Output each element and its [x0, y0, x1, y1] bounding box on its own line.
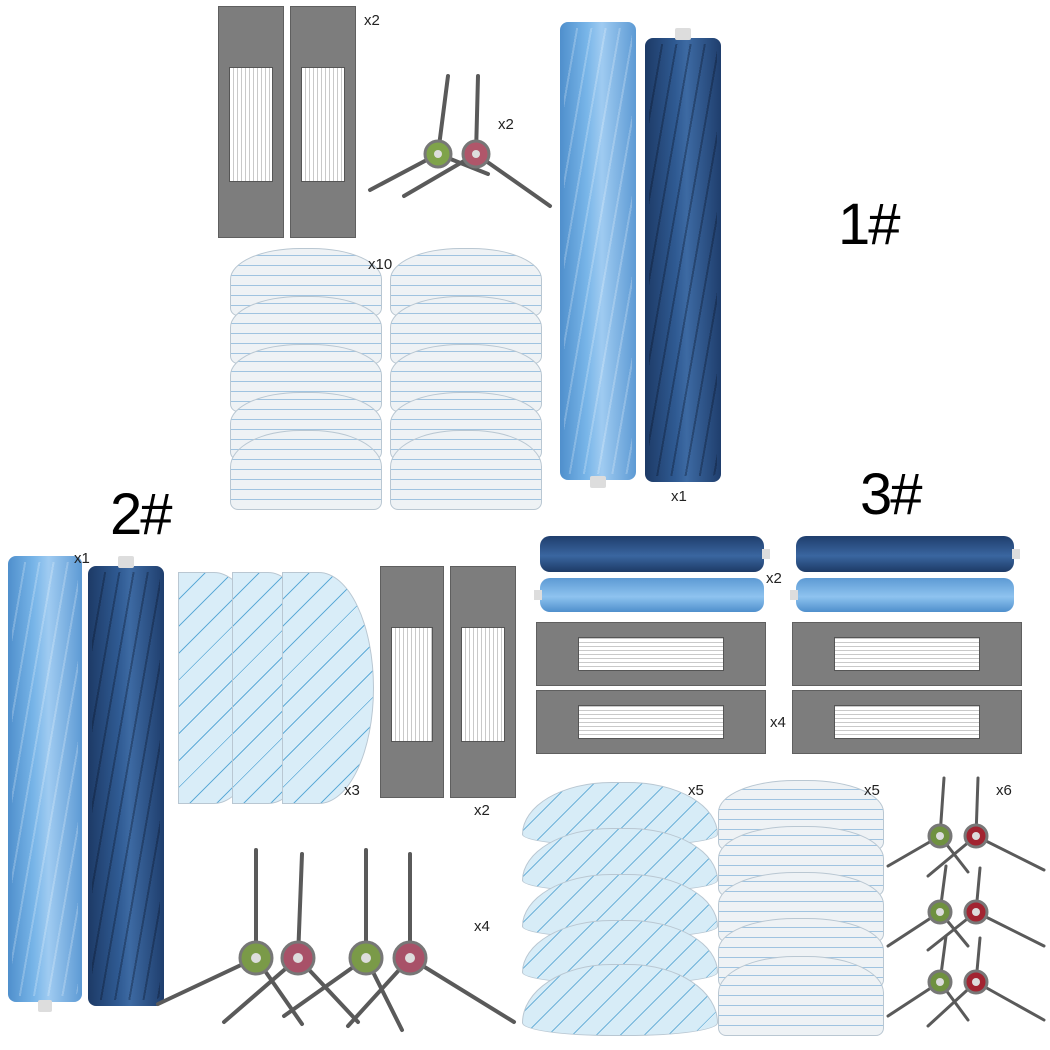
kit3-roller-dark [796, 536, 1020, 572]
kit3-filter [792, 690, 1022, 754]
kit3-rollers-qty: x2 [766, 570, 782, 587]
kit1-pad [390, 430, 542, 510]
kit1-pad [230, 430, 382, 510]
kit1-pads-qty: x10 [368, 256, 393, 273]
kit-label-2: 2# [110, 482, 172, 547]
kit2-pad [282, 572, 374, 804]
kit-label-3: 3# [860, 462, 922, 527]
kit3-roller-dark [540, 536, 770, 572]
kit2-side-brushes [156, 848, 516, 1032]
kit3-pads-blue-qty: x5 [688, 782, 704, 799]
kit2-filters-qty: x2 [474, 802, 490, 819]
kit1-filter [218, 6, 284, 238]
kit3-filter [536, 690, 766, 754]
kit2-filter [450, 566, 516, 798]
kit1-roller-light [560, 22, 636, 488]
kit3-filter [792, 622, 1022, 686]
kit1-filters-qty: x2 [364, 12, 380, 29]
kit3-pad-grey [718, 956, 884, 1036]
kit1-side-brushes [368, 74, 552, 208]
kit3-filter [536, 622, 766, 686]
kit1-roller-dark [645, 28, 721, 482]
kit2-filter [380, 566, 444, 798]
kit3-filters-qty: x4 [770, 714, 786, 731]
kit3-roller-light [534, 578, 764, 612]
kit2-roller-dark [88, 556, 164, 1006]
kit2-pads-qty: x3 [344, 782, 360, 799]
kit3-roller-light [790, 578, 1014, 612]
kit1-rollers-qty: x1 [671, 488, 687, 505]
kit-label-1: 1# [838, 192, 900, 257]
kit3-pads-grey-qty: x5 [864, 782, 880, 799]
kit3-brushes-qty: x6 [996, 782, 1012, 799]
kit3-side-brushes [886, 776, 1046, 1028]
kit1-filter [290, 6, 356, 238]
kit2-brushes-qty: x4 [474, 918, 490, 935]
kit2-rollers-qty: x1 [74, 550, 90, 567]
kit2-roller-light [8, 556, 82, 1012]
kit1-brushes-qty: x2 [498, 116, 514, 133]
